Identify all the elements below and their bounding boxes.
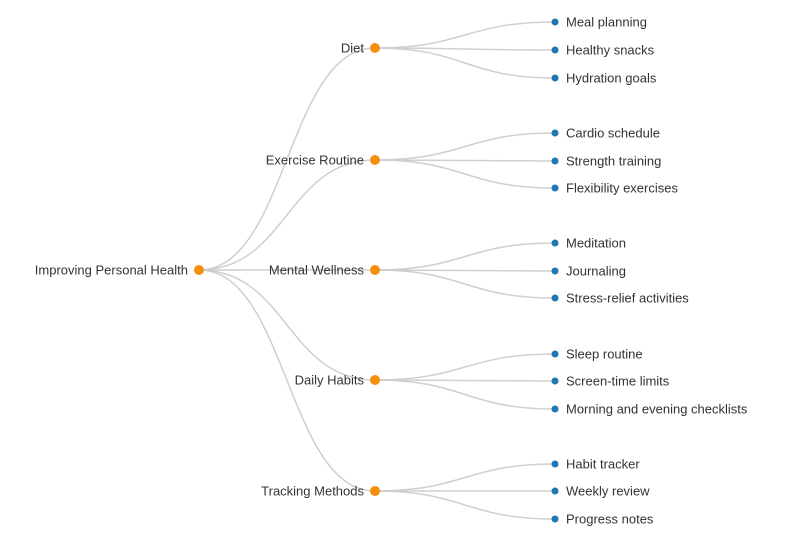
node-label-diet-3: Hydration goals [566,70,657,85]
edge-daily-habits-to-habits-3 [374,379,556,410]
tree-node-habits-3[interactable]: Morning and evening checklists [551,401,748,416]
node-label-exercise-3: Flexibility exercises [566,180,678,195]
edges-layer [198,21,556,520]
node-dot-habits-2[interactable] [551,377,559,385]
node-label-exercise-2: Strength training [566,153,661,168]
node-dot-mental-1[interactable] [551,239,559,247]
tree-node-mental-2[interactable]: Journaling [551,263,627,278]
node-dot-tracking-1[interactable] [551,460,559,468]
edge-root-to-tracking-methods [198,269,376,492]
node-label-mental-2: Journaling [566,263,626,278]
node-dot-exercise-3[interactable] [551,184,559,192]
node-dot-mental-3[interactable] [551,294,559,302]
tree-node-mental-1[interactable]: Meditation [551,235,626,250]
tree-node-mental-3[interactable]: Stress-relief activities [551,290,690,305]
node-label-diet-1: Meal planning [566,14,647,29]
node-dot-habits-1[interactable] [551,350,559,358]
node-label-daily-habits: Daily Habits [295,372,365,387]
tree-node-tracking-3[interactable]: Progress notes [551,511,654,526]
node-label-exercise-1: Cardio schedule [566,125,660,140]
node-dot-mental-wellness[interactable] [370,265,380,275]
node-dot-exercise-2[interactable] [551,157,559,165]
tree-node-exercise-3[interactable]: Flexibility exercises [551,180,679,195]
tree-node-tracking-1[interactable]: Habit tracker [551,456,641,471]
tree-node-root[interactable]: Improving Personal Health [35,262,204,277]
node-label-root: Improving Personal Health [35,262,188,277]
tree-node-exercise-2[interactable]: Strength training [551,153,662,168]
edge-root-to-exercise-routine [198,159,376,271]
node-dot-daily-habits[interactable] [370,375,380,385]
tree-node-daily-habits[interactable]: Daily Habits [295,372,380,387]
tree-node-diet[interactable]: Diet [341,40,380,55]
edge-exercise-routine-to-exercise-1 [374,132,556,161]
tree-node-exercise-1[interactable]: Cardio schedule [551,125,660,140]
node-dot-root[interactable] [194,265,204,275]
edge-tracking-methods-to-tracking-3 [374,490,556,520]
edge-daily-habits-to-habits-1 [374,353,556,381]
node-dot-diet-1[interactable] [551,18,559,26]
node-label-tracking-3: Progress notes [566,511,654,526]
tree-node-tracking-methods[interactable]: Tracking Methods [261,483,380,498]
node-label-mental-3: Stress-relief activities [566,290,689,305]
edge-exercise-routine-to-exercise-3 [374,159,556,189]
edge-mental-wellness-to-mental-2 [374,269,556,272]
edge-daily-habits-to-habits-2 [374,379,556,382]
node-label-habits-3: Morning and evening checklists [566,401,748,416]
tree-node-exercise-routine[interactable]: Exercise Routine [266,152,380,167]
node-dot-habits-3[interactable] [551,405,559,413]
edge-diet-to-diet-1 [374,21,556,49]
node-dot-diet[interactable] [370,43,380,53]
edge-tracking-methods-to-tracking-1 [374,463,556,492]
node-label-habits-2: Screen-time limits [566,373,670,388]
nodes-layer: Improving Personal Health Diet Meal planni… [35,14,748,526]
node-label-tracking-1: Habit tracker [566,456,640,471]
node-label-tracking-2: Weekly review [566,483,650,498]
node-label-habits-1: Sleep routine [566,346,643,361]
node-dot-tracking-2[interactable] [551,487,559,495]
node-label-diet: Diet [341,40,365,55]
node-label-mental-1: Meditation [566,235,626,250]
edge-mental-wellness-to-mental-3 [374,269,556,299]
tree-node-habits-2[interactable]: Screen-time limits [551,373,670,388]
node-label-mental-wellness: Mental Wellness [269,262,365,277]
edge-exercise-routine-to-exercise-2 [374,159,556,162]
node-label-exercise-routine: Exercise Routine [266,152,364,167]
edge-diet-to-diet-2 [374,47,556,51]
node-dot-mental-2[interactable] [551,267,559,275]
edge-root-to-daily-habits [198,269,376,381]
tree-node-tracking-2[interactable]: Weekly review [551,483,651,498]
node-label-tracking-methods: Tracking Methods [261,483,364,498]
tree-node-diet-1[interactable]: Meal planning [551,14,647,29]
edge-diet-to-diet-3 [374,47,556,79]
node-dot-diet-2[interactable] [551,46,559,54]
node-label-diet-2: Healthy snacks [566,42,655,57]
tree-node-habits-1[interactable]: Sleep routine [551,346,643,361]
edge-mental-wellness-to-mental-1 [374,242,556,271]
node-dot-exercise-1[interactable] [551,129,559,137]
node-dot-exercise-routine[interactable] [370,155,380,165]
node-dot-tracking-3[interactable] [551,515,559,523]
edge-root-to-diet [198,47,376,271]
node-dot-tracking-methods[interactable] [370,486,380,496]
tree-node-diet-3[interactable]: Hydration goals [551,70,657,85]
node-dot-diet-3[interactable] [551,74,559,82]
tree-node-diet-2[interactable]: Healthy snacks [551,42,655,57]
tree-node-mental-wellness[interactable]: Mental Wellness [269,262,380,277]
